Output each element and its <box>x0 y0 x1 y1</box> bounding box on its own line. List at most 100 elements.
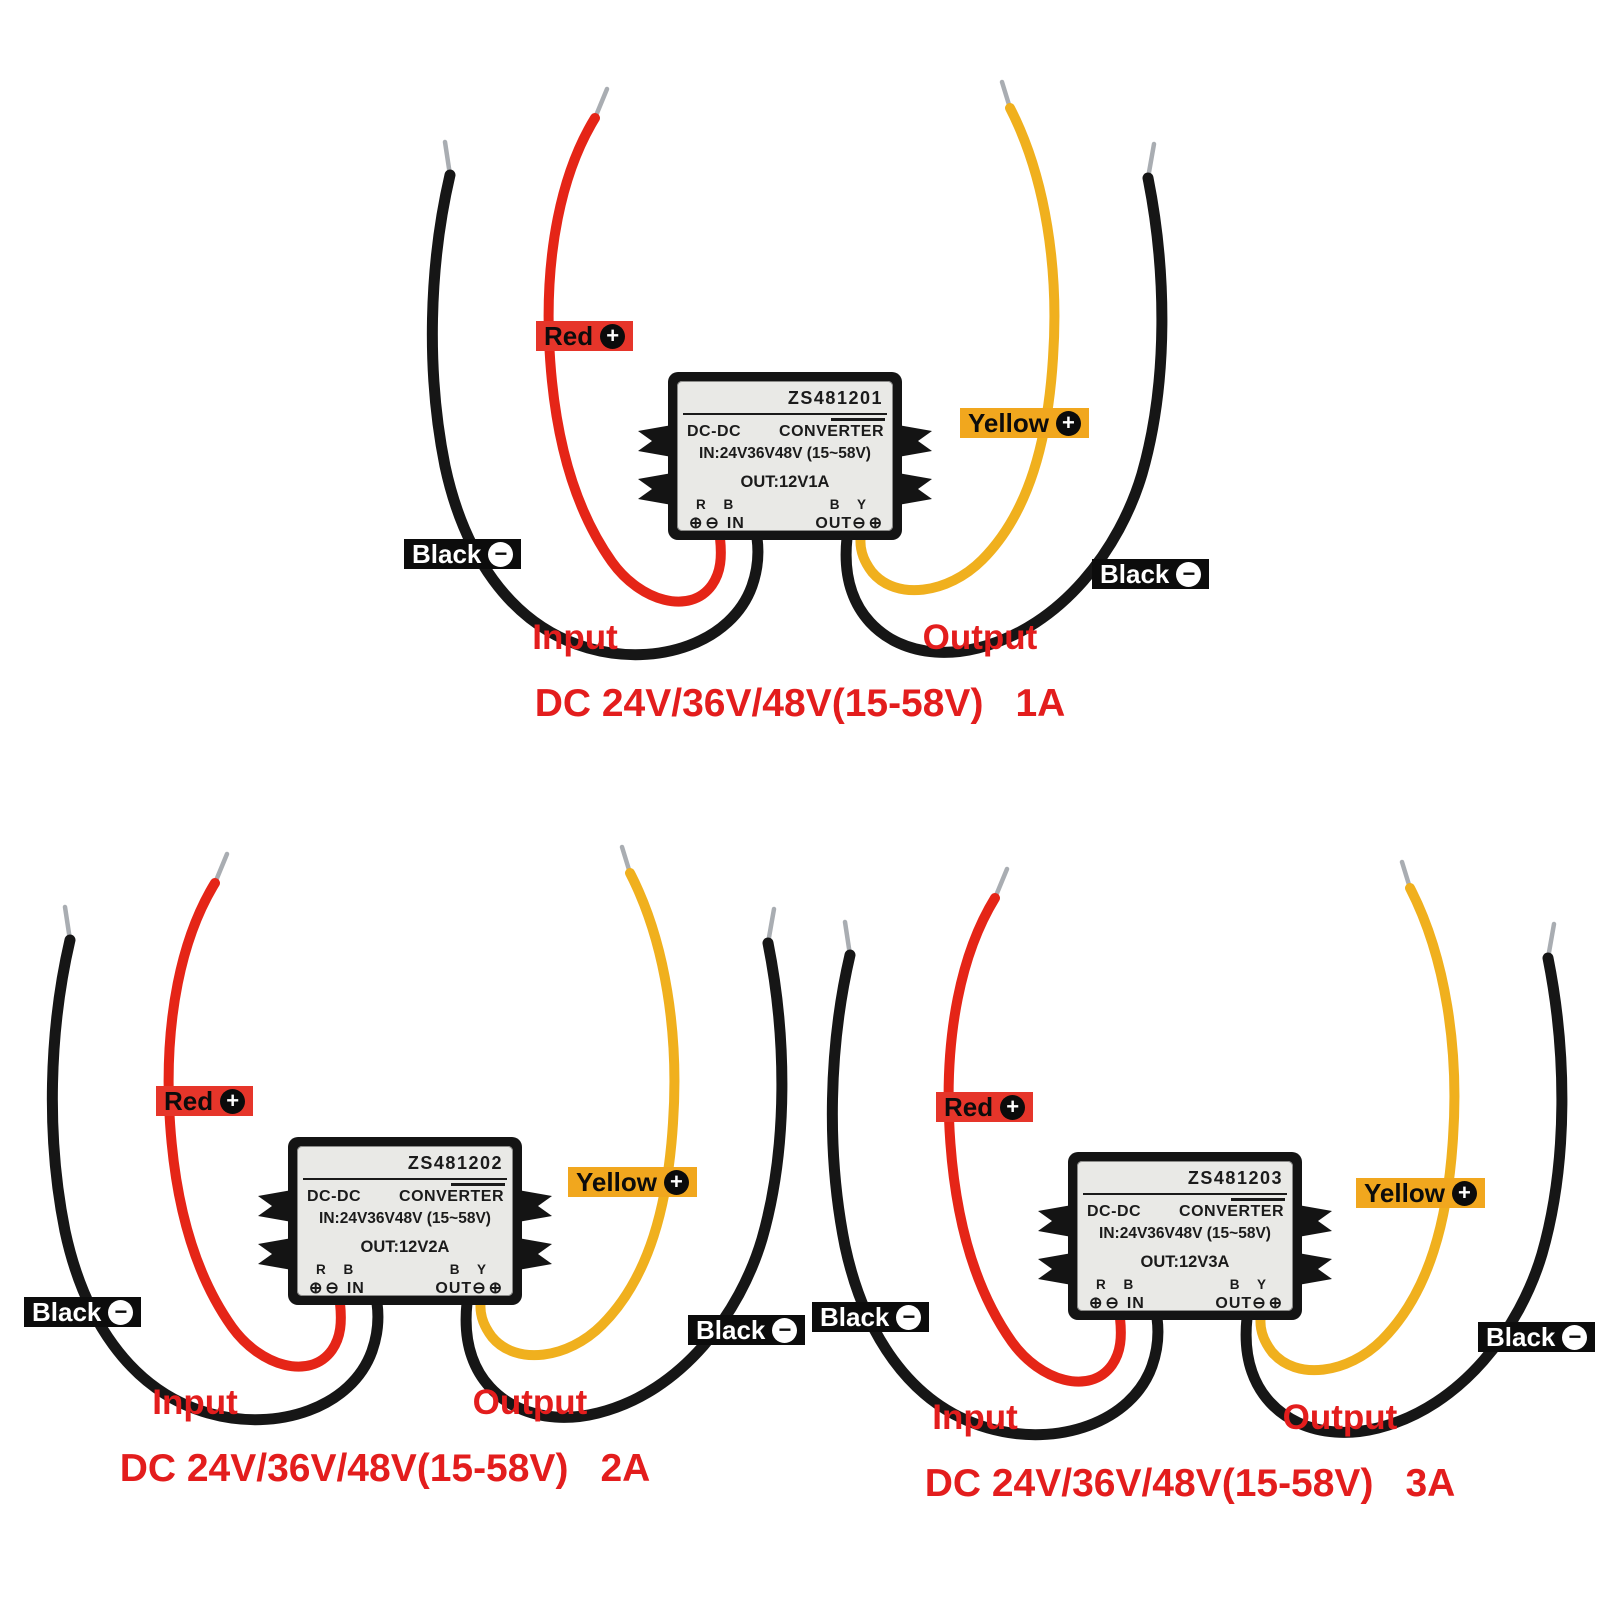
mounting-flange-right-top <box>518 1190 552 1222</box>
mounting-flange-left-bottom <box>638 473 672 505</box>
black-output-wire-callout: Black − <box>1478 1322 1596 1352</box>
input-spec: IN:24V36V48V (15~58V) <box>699 445 871 462</box>
mounting-flange-right-top <box>898 425 932 457</box>
output-terminal-group: B Y OUT⊖⊕ <box>1215 1277 1285 1313</box>
plus-glyph: + <box>669 1168 683 1194</box>
minus-glyph: − <box>778 1316 792 1342</box>
converter-text: CONVERTER <box>399 1188 504 1205</box>
input-spec: IN:24V36V48V (15~58V) <box>1099 1225 1271 1242</box>
output-terminal-group: B Y OUT⊖⊕ <box>435 1262 505 1298</box>
black-input-wire-tip <box>842 919 853 958</box>
divider-line <box>303 1178 507 1180</box>
output-caption: Output <box>1282 1398 1398 1437</box>
type-row: DC-DC CONVERTER <box>307 1188 504 1206</box>
input-spec: IN:24V36V48V (15~58V) <box>319 1210 491 1227</box>
mounting-flange-left-top <box>638 425 672 457</box>
minus-glyph: − <box>1568 1323 1582 1349</box>
screw-plus-minus-icon: ⊕⊖ <box>689 515 722 532</box>
red-wire-callout: Red + <box>156 1086 254 1116</box>
spec-caption: DC 24V/36V/48V(15-58V)3A <box>790 1462 1590 1506</box>
black-label-text: Black <box>1100 559 1170 589</box>
wiring-illustration <box>46 844 788 1426</box>
yellow-label-text: Yellow <box>1364 1178 1445 1208</box>
black-label-text: Black <box>32 1297 102 1327</box>
red-wire-tip <box>592 86 610 121</box>
converter-module: ZS481202 DC-DC CONVERTER IN:24V36V48V (1… <box>288 1137 522 1305</box>
output-terminal-letters: B Y <box>449 1262 493 1277</box>
red-wire-tip <box>212 851 230 886</box>
input-terminal-letters: R B <box>1096 1277 1141 1292</box>
current-rating: 2A <box>600 1447 651 1490</box>
black-input-wire-callout: Black − <box>404 539 522 569</box>
out-label: OUT <box>1215 1295 1253 1312</box>
yellow-wire-callout: Yellow + <box>1356 1178 1485 1208</box>
model-number: ZS481201 <box>787 388 883 408</box>
dcdc-text: DC-DC <box>307 1188 362 1205</box>
spec-caption: DC 24V/36V/48V(15-58V) 2A <box>0 1447 785 1491</box>
type-row: DC-DC CONVERTER <box>1087 1203 1284 1221</box>
black-output-wire-tip <box>765 906 777 946</box>
plus-icon: + <box>600 323 626 349</box>
screw-plus-minus-icon: ⊕⊖ <box>309 1280 342 1297</box>
plus-icon: + <box>1451 1180 1477 1206</box>
output-caption: Output <box>472 1383 588 1422</box>
plus-glyph: + <box>1061 409 1075 435</box>
input-caption: Input <box>932 1398 1018 1437</box>
output-terminal-letters: B Y <box>829 497 873 512</box>
yellow-output-wire <box>475 868 680 1361</box>
input-caption: Input <box>532 618 618 657</box>
plus-icon: + <box>1000 1093 1026 1120</box>
out-label: OUT <box>435 1280 473 1297</box>
black-input-wire <box>46 934 384 1426</box>
input-terminal-letters: R B <box>696 497 741 512</box>
minus-icon: − <box>772 1316 798 1343</box>
yellow-output-wire <box>855 103 1060 596</box>
yellow-output-wire <box>1255 883 1460 1376</box>
model-number: ZS481202 <box>407 1153 503 1173</box>
model-number: ZS481203 <box>1187 1168 1283 1188</box>
yellow-wire-callout: Yellow + <box>960 408 1089 438</box>
mounting-flange-left-bottom <box>1038 1253 1072 1285</box>
spec-text: DC 24V/36V/48V(15-58V) <box>119 1447 569 1490</box>
terminal-row: R B ⊕⊖IN B Y OUT⊖⊕ <box>689 497 885 532</box>
minus-icon: − <box>488 541 514 567</box>
plus-glyph: + <box>1006 1093 1020 1119</box>
black-input-wire-callout: Black − <box>812 1302 930 1332</box>
module-label-sticker: ZS481202 DC-DC CONVERTER IN:24V36V48V (1… <box>297 1146 513 1297</box>
mounting-flange-left-top <box>1038 1205 1072 1237</box>
input-terminal-screws-row: ⊕⊖IN <box>1089 1293 1145 1313</box>
minus-icon: − <box>108 1298 134 1325</box>
black-output-wire-tip <box>1545 921 1557 961</box>
output-spec: OUT:12V1A <box>740 473 830 491</box>
terminal-row: R B ⊕⊖IN B Y OUT⊖⊕ <box>309 1262 505 1297</box>
input-terminal-group: R B ⊕⊖IN <box>1089 1277 1145 1313</box>
black-output-wire-tip <box>1145 141 1157 181</box>
converter-text: CONVERTER <box>1179 1203 1284 1220</box>
screw-minus-plus-icon: ⊖⊕ <box>1252 1295 1285 1312</box>
converter-text: CONVERTER <box>779 423 884 440</box>
mounting-flange-right-bottom <box>518 1238 552 1270</box>
converter-unit-2a: ZS481202 DC-DC CONVERTER IN:24V36V48V (1… <box>20 844 820 1490</box>
minus-glyph: − <box>114 1298 128 1324</box>
converter-module: ZS481203 DC-DC CONVERTER IN:24V36V48V (1… <box>1068 1152 1302 1320</box>
divider-line-short <box>831 418 885 421</box>
mounting-flange-left-bottom <box>258 1238 292 1270</box>
converter-unit-3a: ZS481203 DC-DC CONVERTER IN:24V36V48V (1… <box>800 859 1600 1505</box>
black-output-wire <box>840 172 1168 658</box>
minus-icon: − <box>1176 561 1202 587</box>
red-label-text: Red <box>544 321 594 351</box>
black-output-wire <box>460 937 788 1423</box>
black-input-wire-tip <box>62 904 73 943</box>
dcdc-text: DC-DC <box>1087 1203 1142 1220</box>
red-wire-callout: Red + <box>536 321 634 351</box>
module-label-sticker: ZS481201 DC-DC CONVERTER IN:24V36V48V (1… <box>677 381 893 532</box>
red-label-text: Red <box>944 1092 994 1122</box>
output-caption: Output <box>922 618 1038 657</box>
out-label: OUT <box>815 515 853 532</box>
yellow-label-text: Yellow <box>576 1167 657 1197</box>
input-caption: Input <box>152 1383 238 1422</box>
black-label-text: Black <box>820 1302 890 1332</box>
type-row: DC-DC CONVERTER <box>687 423 884 441</box>
minus-icon: − <box>896 1304 922 1330</box>
